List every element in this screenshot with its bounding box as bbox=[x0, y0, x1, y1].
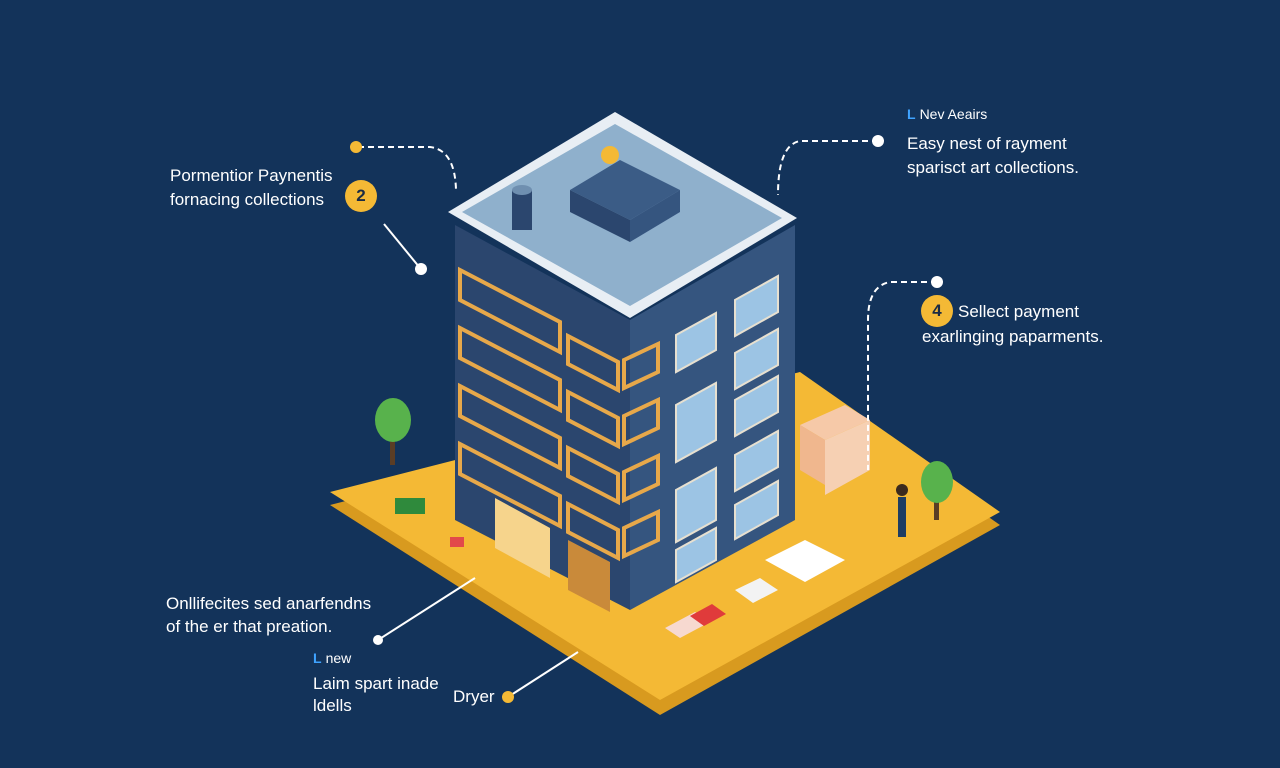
benches bbox=[665, 540, 845, 638]
callout-top-left-line2: fornacing collections bbox=[170, 190, 325, 209]
callout-top-left-line1: Pormentior Paynentis bbox=[170, 166, 333, 185]
callout-mid-right-line2: exarlinging paparments. bbox=[922, 327, 1104, 346]
callout-mid-right-line1: Sellect payment bbox=[958, 302, 1079, 321]
callout-bottom-center-label: Dryer bbox=[453, 687, 495, 706]
callout-bottom-left-line1: Onllifecites sed anarfendns bbox=[166, 594, 372, 613]
building bbox=[448, 112, 797, 612]
callout-bottom-left-line2: of the er that preation. bbox=[166, 617, 333, 636]
step-badge-2: 2 bbox=[345, 180, 377, 212]
callout-dot-yellow bbox=[350, 141, 362, 153]
callout-dots bbox=[373, 135, 943, 645]
green-box bbox=[395, 498, 425, 514]
callout-bottom-new-line1: Laim spart inade bbox=[313, 674, 439, 693]
callout-top-right-heading-text: Nev Aeairs bbox=[919, 106, 988, 122]
red-stool bbox=[450, 537, 464, 547]
person-figure bbox=[896, 484, 908, 537]
callout-bottom-new-line2: ldells bbox=[313, 696, 352, 715]
l-mark-icon: L bbox=[313, 650, 322, 666]
callout-lines bbox=[358, 140, 937, 698]
step-badge-4: 4 bbox=[921, 295, 953, 327]
desk-area bbox=[800, 405, 870, 495]
l-mark-icon: L bbox=[907, 106, 916, 122]
callout-bottom-new-heading-text: new bbox=[325, 650, 352, 666]
callout-top-right-line1: Easy nest of rayment bbox=[907, 134, 1067, 153]
callout-dot-yellow-bottom bbox=[502, 691, 514, 703]
tree-right bbox=[921, 461, 953, 520]
callout-top-right-line2: sparisct art collections. bbox=[907, 158, 1079, 177]
tree-left bbox=[375, 398, 411, 465]
